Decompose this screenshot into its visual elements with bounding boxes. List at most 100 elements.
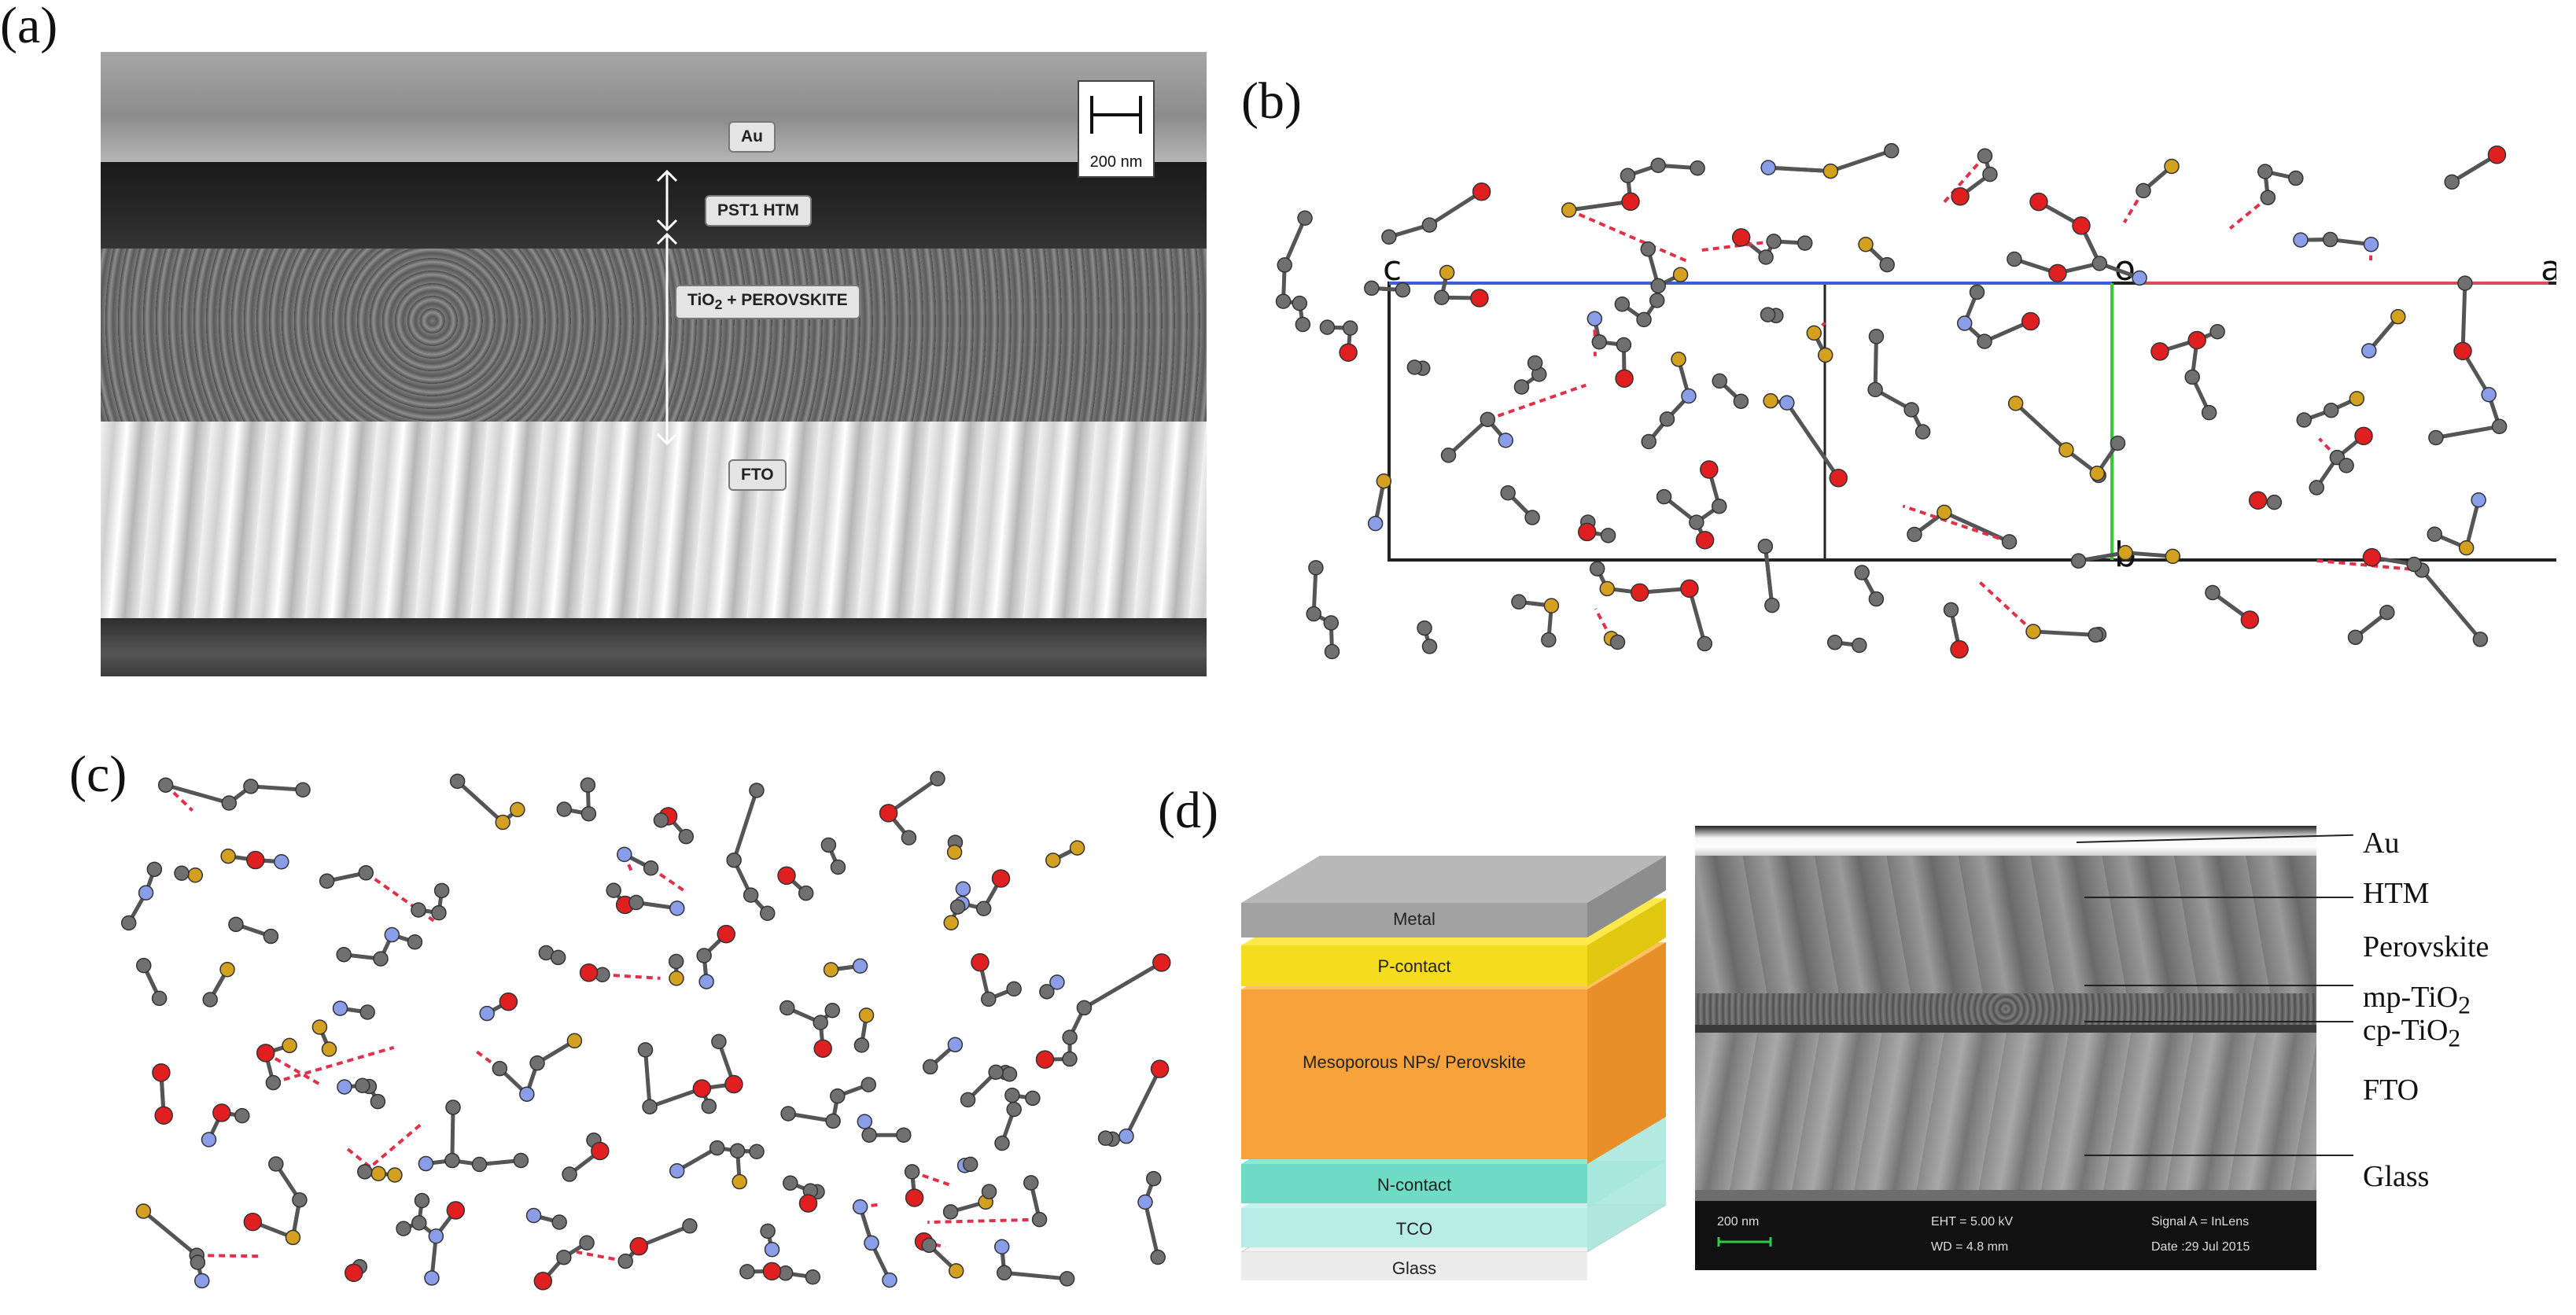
atom bbox=[1620, 168, 1636, 183]
atom bbox=[355, 1077, 370, 1093]
atom bbox=[805, 1269, 821, 1285]
hydrogen-bond bbox=[2228, 196, 2269, 230]
atom bbox=[2338, 458, 2354, 473]
atom bbox=[1323, 615, 1340, 631]
atom bbox=[1616, 337, 1632, 353]
atom bbox=[2007, 396, 2024, 411]
atom bbox=[533, 1272, 553, 1291]
d-label-perovskite: Perovskite bbox=[2363, 930, 2489, 963]
atom bbox=[798, 885, 814, 901]
atom bbox=[764, 1242, 780, 1258]
scale-bar-text: 200 nm bbox=[1089, 153, 1143, 171]
atom bbox=[1076, 1000, 1093, 1016]
atom bbox=[1659, 411, 1675, 427]
atom bbox=[566, 1033, 583, 1049]
atom bbox=[2187, 330, 2206, 350]
leader-glass bbox=[2084, 1155, 2353, 1156]
sem-scale-bar bbox=[1717, 1237, 1772, 1247]
bond bbox=[2032, 629, 2096, 637]
atom bbox=[1006, 1101, 1022, 1118]
sem-signal-text: Signal A = InLens bbox=[2151, 1215, 2250, 1228]
atom bbox=[580, 805, 597, 822]
bond bbox=[1124, 1068, 1162, 1137]
atom bbox=[628, 894, 644, 911]
atom bbox=[551, 1214, 567, 1230]
atom bbox=[499, 992, 518, 1011]
atom bbox=[642, 1099, 658, 1114]
atom bbox=[282, 1037, 297, 1054]
atom bbox=[942, 1204, 959, 1220]
atom bbox=[513, 1152, 529, 1169]
atom bbox=[606, 882, 621, 898]
atom bbox=[779, 1000, 795, 1016]
d-label-au: Au bbox=[2363, 827, 2400, 860]
atom bbox=[1275, 293, 1292, 309]
bond bbox=[142, 1210, 198, 1258]
bond bbox=[676, 1146, 718, 1173]
atom bbox=[1615, 369, 1634, 388]
atom bbox=[853, 1037, 870, 1053]
d-label-mp-tio2: mp-TiO2 bbox=[2363, 981, 2471, 1019]
atom bbox=[971, 952, 989, 972]
leader-cp-tio2 bbox=[2084, 1021, 2353, 1022]
atom bbox=[1306, 606, 1321, 622]
atom bbox=[858, 1007, 875, 1023]
atom bbox=[1621, 192, 1640, 212]
atom bbox=[1950, 639, 1969, 659]
atom bbox=[696, 948, 712, 963]
atom bbox=[780, 1106, 796, 1122]
unit-cell-box bbox=[1388, 282, 2556, 562]
atom bbox=[947, 1037, 964, 1053]
thickness-arrows bbox=[656, 170, 678, 446]
atom bbox=[135, 957, 152, 974]
atom bbox=[2322, 231, 2338, 248]
atom bbox=[760, 905, 776, 922]
atom bbox=[701, 1098, 717, 1114]
atom bbox=[1591, 334, 1608, 350]
atom bbox=[414, 1192, 430, 1209]
molecule-ball-stick-c bbox=[120, 771, 1171, 1291]
atom bbox=[717, 924, 736, 944]
sem-cp-tio2-layer bbox=[1695, 1025, 2316, 1033]
atom bbox=[1609, 634, 1626, 650]
atom bbox=[2457, 275, 2473, 291]
atom bbox=[1977, 148, 1993, 164]
atom bbox=[783, 1175, 798, 1191]
atom bbox=[220, 848, 236, 864]
atom bbox=[358, 865, 374, 881]
atom bbox=[1543, 598, 1560, 613]
atom bbox=[2266, 494, 2283, 510]
au-tag: Au bbox=[728, 121, 776, 153]
hydrogen-bond bbox=[197, 1254, 261, 1258]
atom bbox=[1524, 510, 1540, 525]
atom bbox=[152, 1063, 171, 1082]
atom bbox=[2240, 610, 2260, 629]
atom bbox=[2132, 270, 2147, 286]
panel-label-d: (d) bbox=[1158, 782, 1218, 839]
atom bbox=[431, 904, 447, 921]
atom bbox=[1295, 316, 1311, 333]
atom bbox=[418, 1155, 434, 1172]
atom bbox=[1367, 515, 1384, 532]
hydrogen-bond bbox=[1902, 504, 2010, 543]
atom bbox=[1969, 284, 1985, 300]
atom bbox=[1417, 620, 1432, 636]
atom bbox=[1712, 373, 1727, 389]
atom bbox=[1587, 311, 1603, 326]
atom bbox=[234, 1107, 250, 1124]
atom bbox=[637, 1042, 654, 1058]
sem-date-text: Date :29 Jul 2015 bbox=[2151, 1240, 2250, 1254]
atom bbox=[2136, 182, 2151, 199]
atom bbox=[246, 850, 265, 870]
device-stack-diagram: Metal P-contact Mesoporous NPs/ Perovski… bbox=[1241, 818, 1666, 1282]
atom bbox=[1421, 639, 1438, 654]
atom bbox=[1308, 560, 1324, 576]
atom bbox=[411, 902, 426, 918]
atom bbox=[1766, 234, 1782, 249]
atom bbox=[1914, 424, 1931, 440]
stack-label-metal: Metal bbox=[1393, 909, 1435, 929]
atom bbox=[1689, 514, 1704, 530]
bond bbox=[2420, 569, 2482, 641]
atom bbox=[1599, 580, 1615, 597]
atom bbox=[669, 971, 684, 986]
